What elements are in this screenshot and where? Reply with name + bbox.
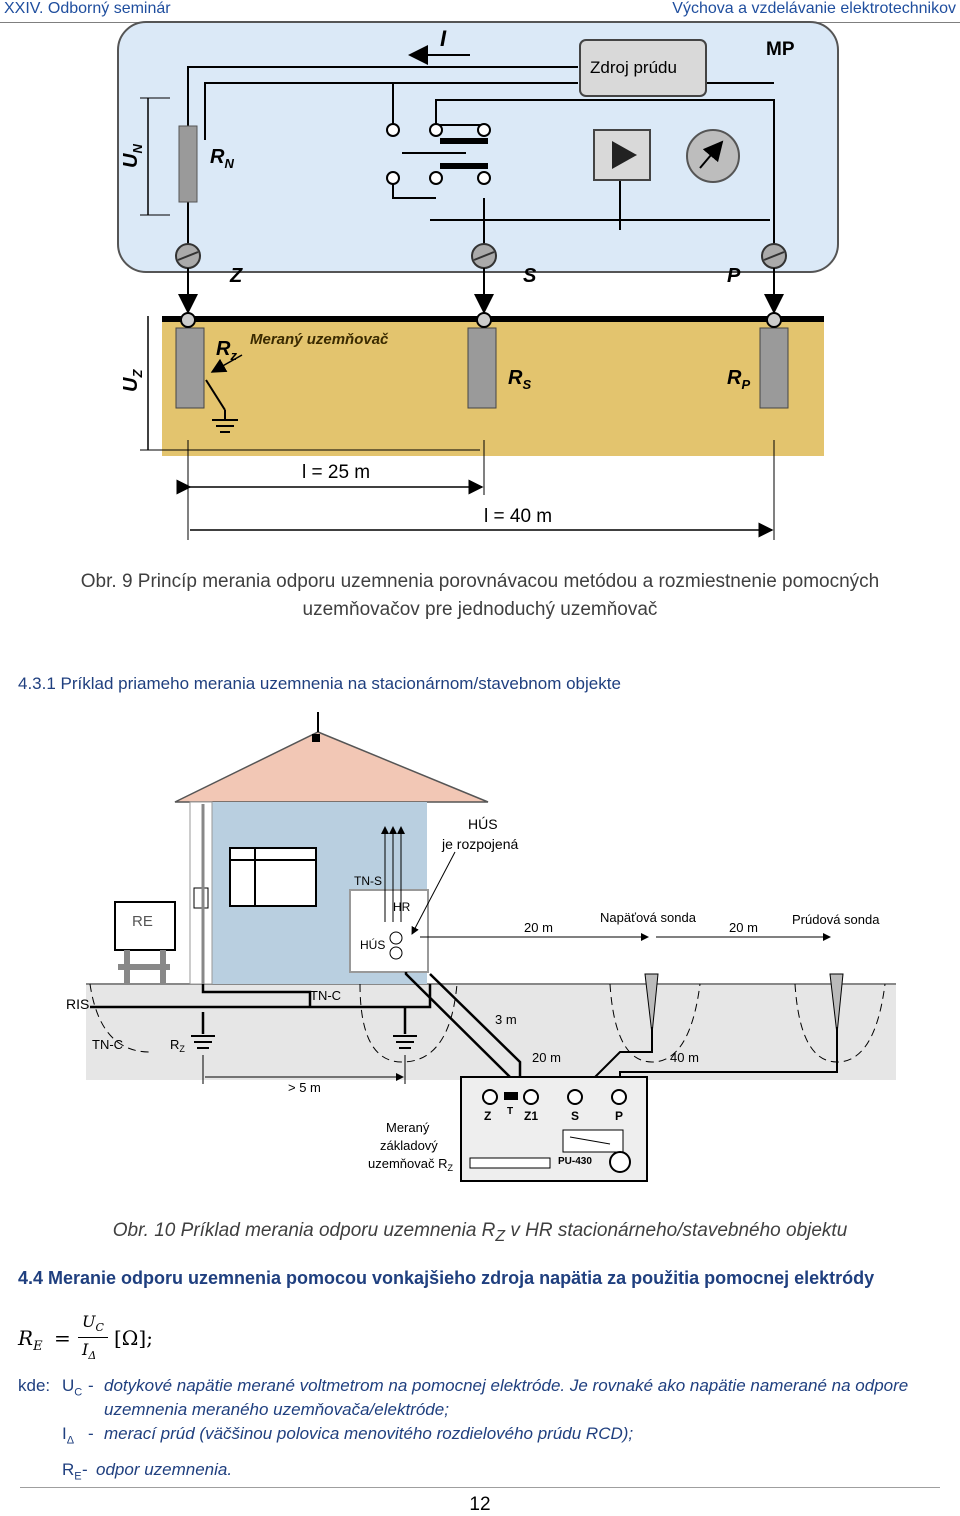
terminal-p [761, 243, 787, 269]
dist-3: 3 m [495, 1012, 517, 1027]
inst-z: Z [484, 1109, 491, 1123]
main-distribution-box [349, 889, 429, 973]
meter-dial [686, 129, 740, 183]
def-uc-text1: dotykové napätie merané voltmetrom na po… [104, 1376, 909, 1395]
terminal-s [471, 243, 497, 269]
formula-den: IΔ [82, 1340, 97, 1363]
re-label: RE [132, 913, 153, 930]
distance-40: l = 40 m [484, 506, 552, 527]
hus-open-1: HÚS [468, 816, 498, 832]
electrode-rp [759, 327, 789, 409]
voltage-probe-label: Napäťová sonda [600, 910, 697, 925]
formula-lhs: RE [18, 1326, 43, 1354]
def-id-symbol: IΔ [62, 1424, 75, 1447]
def-uc-symbol: UC [62, 1376, 83, 1399]
formula-num: UC [82, 1312, 104, 1335]
footer-divider [20, 1487, 940, 1488]
electrode-rs [467, 327, 497, 409]
inst-z1: Z1 [524, 1109, 538, 1123]
def-kde: kde: [18, 1376, 51, 1395]
current-source-box [579, 39, 707, 97]
inst-s: S [571, 1109, 579, 1123]
ris-label: RIS [66, 996, 89, 1012]
current-probe-label: Prúdová sonda [792, 912, 880, 927]
hus-open-2: je rozpojená [441, 836, 518, 852]
tns-label: TN-S [354, 874, 382, 888]
figure-9-diagram: I Zdroj prúdu MP RN UN Z S P [117, 21, 839, 540]
re-box [114, 901, 176, 951]
section-4-4-heading: 4.4 Meranie odporu uzemnenia pomocou von… [18, 1268, 875, 1288]
formula-fraction-bar [78, 1337, 108, 1338]
current-probe [829, 973, 844, 1035]
un-label: UN [120, 144, 145, 168]
formula-unit: [Ω]; [114, 1326, 153, 1350]
hr-label: HR [393, 900, 411, 914]
def-re-symbol: RE [62, 1460, 82, 1483]
tnc-top-label: TN-C [310, 988, 341, 1003]
inst-name: PU-430 [558, 1156, 592, 1167]
dist-20-c: 20 m [532, 1050, 561, 1065]
dist-gt5: > 5 m [288, 1080, 321, 1095]
terminal-z [175, 243, 201, 269]
figure-9-caption-line2: uzemňovačov pre jednoduchý uzemňovač [302, 599, 658, 620]
header-left: XXIV. Odborný seminár [4, 0, 171, 17]
rz-label: RZ [170, 1037, 185, 1054]
electrode-rz [175, 327, 205, 409]
dist-20-a: 20 m [524, 920, 553, 935]
def-uc-text2: uzemnenia meraného uzemňovača/elektróde; [104, 1400, 449, 1419]
rn-resistor [178, 125, 198, 203]
rn-label: RN [210, 146, 234, 171]
voltage-probe [644, 973, 659, 1035]
uz-label: UZ [120, 369, 145, 392]
measured-foundation-3: uzemňovač RZ [368, 1156, 453, 1173]
measured-foundation-1: Meraný [386, 1120, 430, 1135]
inst-keypad [469, 1157, 551, 1169]
formula-eq: = [54, 1326, 71, 1350]
figure-9-caption-line1: Obr. 9 Princíp merania odporu uzemnenia … [80, 571, 880, 592]
figure-10-caption-sub: Z [495, 1227, 506, 1245]
def-id-dash: - [88, 1424, 94, 1443]
measured-electrode-label: Meraný uzemňovač [250, 331, 389, 348]
figure-9-caption: Obr. 9 Princíp merania odporu uzemnenia … [0, 568, 960, 624]
rs-label: RS [508, 367, 531, 392]
figure-10-caption: Obr. 10 Príklad merania odporu uzemnenia… [0, 1217, 960, 1251]
def-id-text: merací prúd (väčšinou polovica menovitéh… [104, 1424, 634, 1443]
page-number: 12 [469, 1494, 491, 1515]
section-4-3-1-heading: 4.3.1 Príklad priameho merania uzemnenia… [18, 674, 621, 693]
rz-label: Rz [216, 338, 237, 363]
inst-t: T [507, 1106, 513, 1117]
header-right: Výchova a vzdelávanie elektrotechnikov [672, 0, 956, 17]
def-re-dash: - [82, 1460, 88, 1479]
measured-foundation-2: základový [380, 1138, 438, 1153]
rp-label: RP [727, 367, 750, 392]
mp-label: MP [766, 39, 795, 60]
house-roof [174, 731, 489, 803]
ground-surface [162, 316, 824, 322]
distance-25: l = 25 m [302, 462, 370, 483]
dist-40: 40 m [670, 1050, 699, 1065]
terminal-s-label: S [523, 265, 537, 287]
def-re-text: odpor uzemnenia. [96, 1460, 233, 1479]
dist-20-b: 20 m [729, 920, 758, 935]
house-window [229, 847, 317, 907]
figure-10-diagram: TN-S HR HÚS HÚS je rozpojená RE RIS TN-C… [66, 712, 896, 1182]
terminal-p-label: P [727, 265, 741, 287]
hus-label: HÚS [360, 937, 385, 952]
tnc-left-label: TN-C [92, 1037, 123, 1052]
inst-p: P [615, 1109, 623, 1123]
current-label: I [440, 26, 447, 51]
figure-10-caption-post: v HR stacionárneho/stavebného objektu [505, 1220, 848, 1241]
figure-10-caption-pre: Obr. 10 Príklad merania odporu uzemnenia… [112, 1220, 496, 1241]
terminal-z-label: Z [229, 265, 243, 287]
def-uc-dash: - [88, 1376, 94, 1395]
current-source-label: Zdroj prúdu [590, 58, 677, 77]
